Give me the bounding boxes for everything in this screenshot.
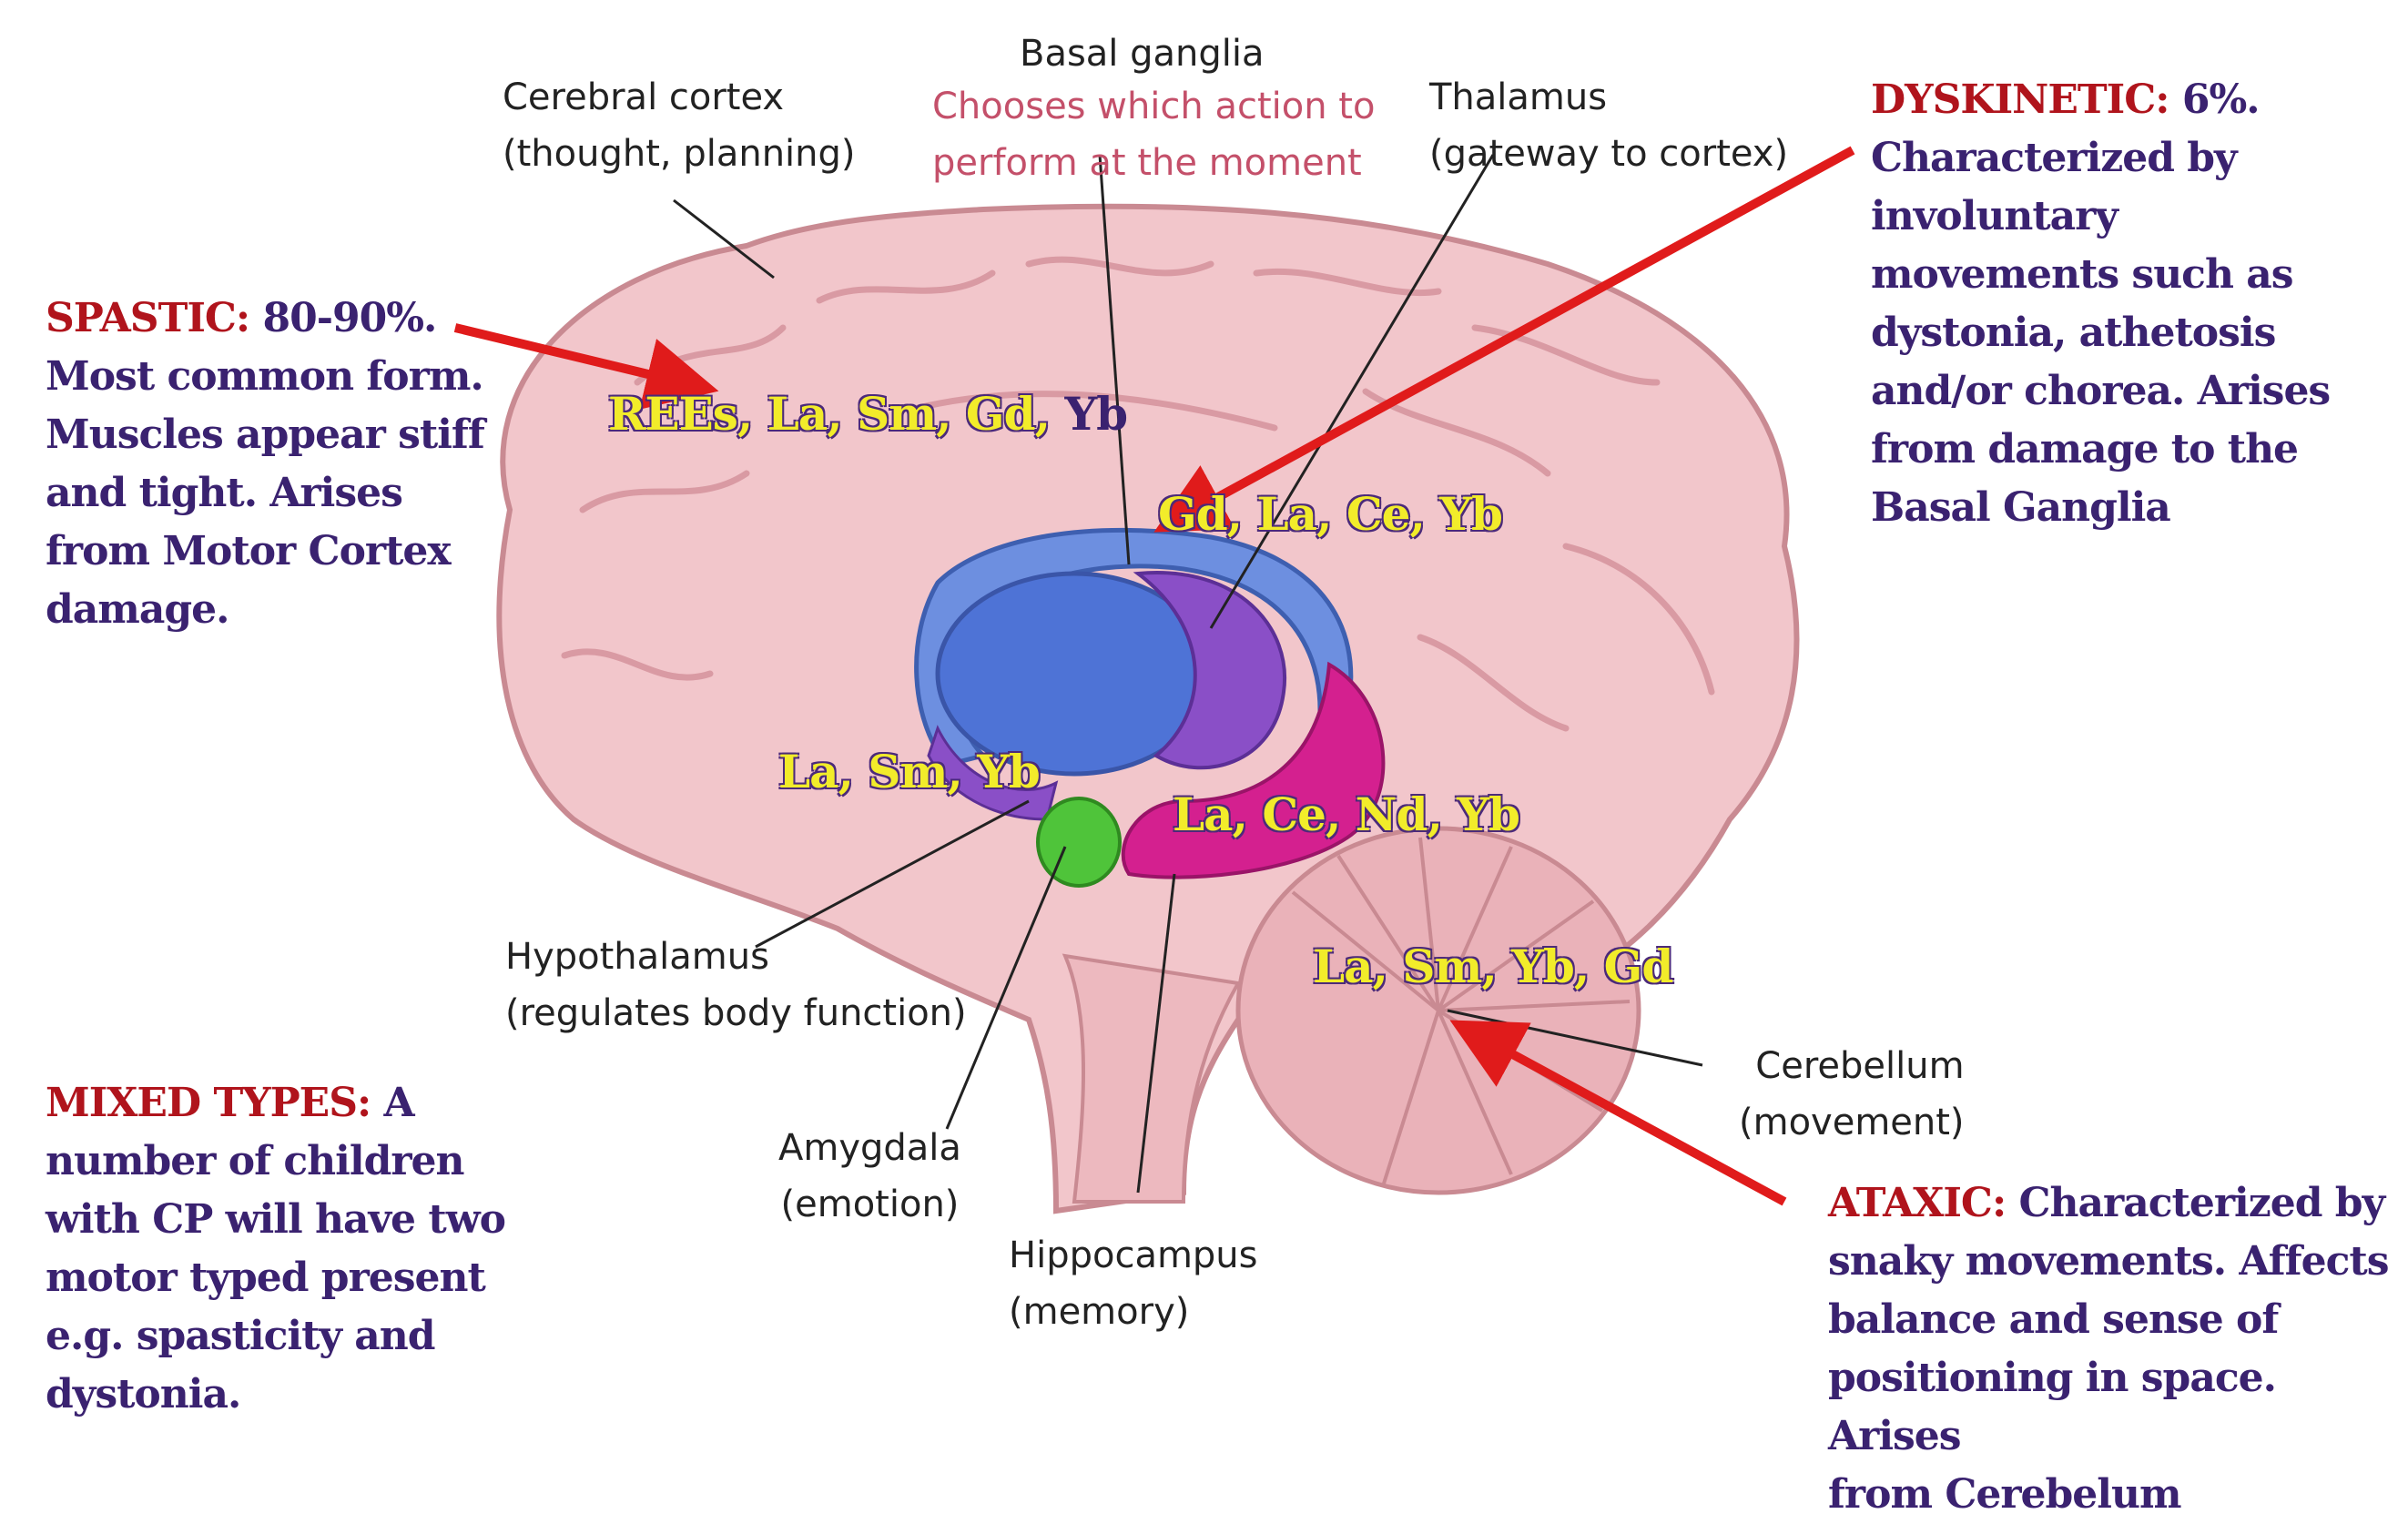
ataxic-line: Characterized by [2006, 1180, 2386, 1226]
note-mixed: MIXED TYPES: A number of children with C… [46, 1074, 555, 1424]
mixed-line: with CP will have two [46, 1196, 506, 1243]
tag-limbic: La, Ce, Nd, Yb [1173, 787, 1520, 841]
mixed-line: e.g. spasticity and [46, 1313, 436, 1359]
tag-cerebellum-text: La, Sm, Yb, Gd [1313, 940, 1673, 993]
ataxic-line: positioning in space. Arises [1828, 1355, 2277, 1459]
ataxic-line: snaky movements. Affects [1828, 1238, 2389, 1285]
basal-ganglia-sub2: perform at the moment [932, 142, 1362, 184]
amygdala-sub: (emotion) [780, 1184, 960, 1225]
thalamus-title: Thalamus [1429, 76, 1608, 118]
tag-cortex-text: REEs, La, Sm, Gd, [608, 387, 1051, 441]
gyri-lines [561, 256, 1715, 732]
tag-hypo-text: La, Sm, Yb [778, 745, 1041, 798]
tag-cortex-tail: Yb [1064, 387, 1128, 441]
dyskinetic-line: dystonia, athetosis [1871, 310, 2276, 356]
spastic-heading: SPASTIC: [46, 295, 250, 341]
label-basal-ganglia-desc: Chooses which action to perform at the m… [932, 78, 1375, 191]
note-dyskinetic: DYSKINETIC: 6%. Characterized by involun… [1871, 71, 2399, 537]
ataxic-line: from Cerebelum [1828, 1471, 2182, 1518]
cerebellum-sub: (movement) [1739, 1102, 1965, 1143]
tag-hypothalamus: La, Sm, Yb [778, 745, 1041, 798]
label-cerebral-cortex: Cerebral cortex (thought, planning) [503, 69, 856, 182]
label-basal-ganglia: Basal ganglia [1020, 25, 1265, 82]
mixed-line: dystonia. [46, 1371, 241, 1417]
mixed-line: motor typed present [46, 1255, 486, 1301]
note-spastic: SPASTIC: 80-90%. Most common form. Muscl… [46, 290, 519, 639]
amygdala-shape [1036, 797, 1122, 888]
basal-ganglia-title: Basal ganglia [1020, 33, 1265, 75]
label-cerebellum: Cerebellum (movement) [1712, 1038, 1965, 1151]
label-hippocampus: Hippocampus (memory) [1009, 1227, 1258, 1340]
basal-ganglia-sub1: Chooses which action to [932, 86, 1376, 127]
dyskinetic-line: involuntary [1871, 193, 2118, 239]
spastic-line: Most common form. [46, 353, 484, 400]
mixed-heading: MIXED TYPES: [46, 1080, 371, 1126]
dyskinetic-line: Basal Ganglia [1871, 484, 2171, 531]
mixed-line: number of children [46, 1138, 465, 1184]
cerebral-cortex-sub: (thought, planning) [503, 133, 856, 175]
dyskinetic-line: movements such as [1871, 251, 2294, 298]
diagram: Cerebral cortex (thought, planning) Basa… [46, 25, 2399, 1518]
label-hypothalamus: Hypothalamus (regulates body function) [505, 929, 967, 1041]
hippocampus-title: Hippocampus [1009, 1234, 1258, 1276]
cerebral-cortex-title: Cerebral cortex [503, 76, 785, 118]
dyskinetic-line: Characterized by [1871, 135, 2238, 181]
ataxic-line: balance and sense of [1828, 1296, 2279, 1343]
amygdala-title: Amygdala [778, 1127, 961, 1169]
mixed-line: A [371, 1080, 415, 1126]
hypothalamus-title: Hypothalamus [505, 936, 769, 978]
spastic-line: damage. [46, 586, 229, 633]
dyskinetic-line: and/or chorea. Arises [1871, 368, 2331, 414]
cerebellum-title: Cerebellum [1755, 1045, 1965, 1087]
tag-cortex: REEs, La, Sm, Gd, Yb [608, 387, 1128, 441]
hypothalamus-sub: (regulates body function) [505, 992, 967, 1034]
dyskinetic-line: 6%. [2169, 76, 2261, 123]
label-amygdala: Amygdala (emotion) [778, 1120, 961, 1233]
hippocampus-sub: (memory) [1009, 1291, 1190, 1333]
hypothalamus-shape [927, 725, 1059, 821]
leader-lines [673, 154, 1703, 1194]
thalamus-shape [1133, 571, 1287, 770]
brain-illustration [453, 146, 1855, 1214]
red-arrows [453, 146, 1855, 1206]
thalamus-sub: (gateway to cortex) [1429, 133, 1789, 175]
spastic-line: 80-90%. [249, 295, 437, 341]
tag-cerebellum: La, Sm, Yb, Gd [1313, 940, 1673, 993]
dyskinetic-line: from damage to the [1871, 426, 2299, 472]
tag-basal: Gd, La, Ce, Yb [1158, 487, 1503, 541]
tag-limbic-text: La, Ce, Nd, Yb [1173, 787, 1520, 841]
note-ataxic: ATAXIC: Characterized by snaky movements… [1828, 1174, 2402, 1524]
label-thalamus: Thalamus (gateway to cortex) [1429, 69, 1788, 182]
ataxic-heading: ATAXIC: [1828, 1180, 2007, 1226]
spastic-line: and tight. Arises [46, 470, 403, 516]
tag-basal-text: Gd, La, Ce, Yb [1158, 487, 1503, 541]
dyskinetic-heading: DYSKINETIC: [1871, 76, 2170, 123]
hippocampus-shape [1121, 661, 1386, 879]
spastic-line: Muscles appear stiff [46, 411, 485, 458]
spastic-line: from Motor Cortex [46, 528, 452, 574]
